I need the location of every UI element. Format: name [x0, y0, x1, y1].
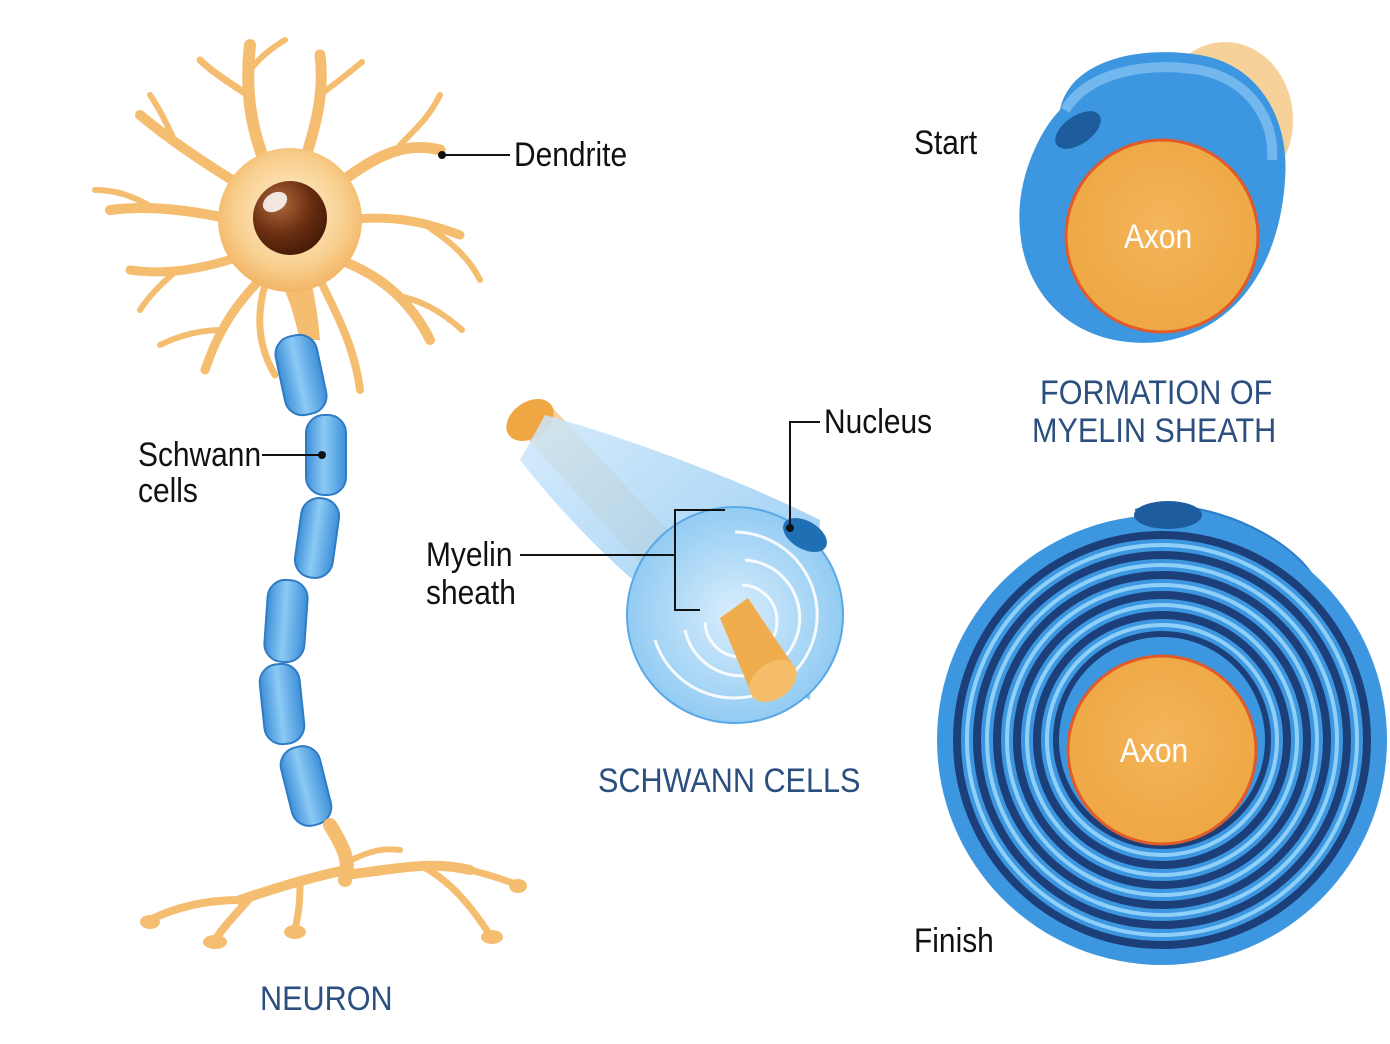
schwann-cell-illustration	[506, 399, 844, 724]
myelin-leader	[520, 509, 725, 556]
label-axon-bottom: Axon	[1120, 732, 1189, 770]
terminal-buttons	[140, 879, 527, 949]
label-axon-top: Axon	[1124, 218, 1193, 256]
label-dendrite: Dendrite	[514, 136, 628, 174]
nucleus-finish	[1134, 501, 1202, 529]
nucleus-schwann	[783, 517, 827, 553]
caption-formation-line2: MYELIN SHEATH	[1032, 412, 1277, 450]
caption-neuron: NEURON	[260, 980, 393, 1018]
label-schwann-line1: Schwann	[138, 436, 262, 474]
axon-start	[1064, 138, 1260, 334]
label-finish: Finish	[914, 922, 994, 960]
myelin-layers	[953, 531, 1371, 949]
label-start: Start	[914, 124, 978, 162]
formation-finish-illustration	[937, 501, 1387, 965]
label-nucleus: Nucleus	[824, 403, 933, 441]
label-myelin-line2: sheath	[426, 574, 516, 612]
formation-start-illustration	[1019, 42, 1293, 343]
axon-terminals	[146, 818, 522, 944]
neuron-illustration	[92, 37, 527, 949]
axon-finish	[1066, 654, 1258, 846]
axon-hillock	[282, 285, 320, 340]
caption-schwann-cells: SCHWANN CELLS	[598, 762, 861, 800]
myelin-leader-2	[674, 555, 700, 611]
schwann-cell-segments	[258, 333, 347, 827]
nucleus-neuron	[253, 181, 327, 255]
caption-formation-line1: FORMATION OF	[1040, 374, 1273, 412]
nucleus-start	[1055, 111, 1101, 149]
label-myelin-line1: Myelin	[426, 536, 513, 574]
label-schwann-line2: cells	[138, 472, 198, 510]
nucleus-leader	[789, 421, 820, 528]
